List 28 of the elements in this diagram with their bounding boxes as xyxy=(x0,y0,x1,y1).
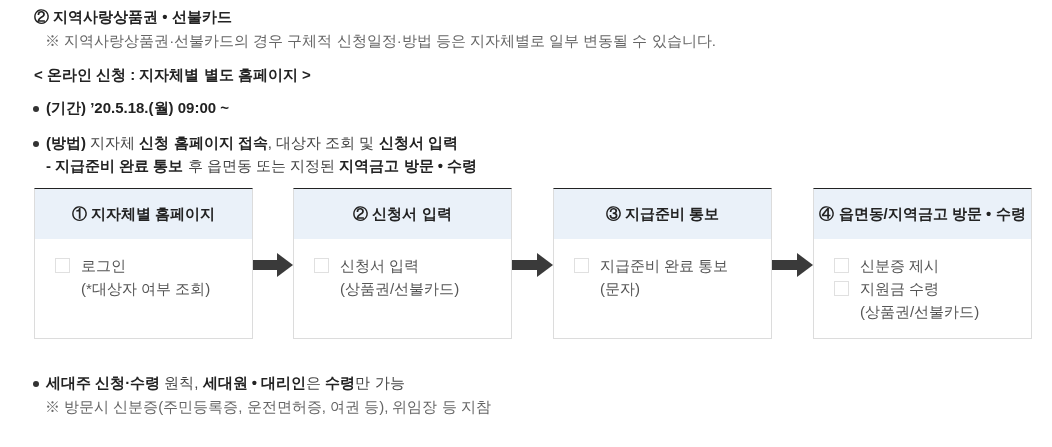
item-note: (상품권/선불카드) xyxy=(340,279,460,299)
checklist-item: 신분증 제시 xyxy=(860,256,940,276)
step-card xyxy=(813,188,1032,339)
step-heading: ② 신청서 입력 xyxy=(294,189,511,239)
item-note: (문자) xyxy=(600,279,640,299)
checklist-item: 로그인 xyxy=(81,256,126,276)
list-item: (기간) ’20.5.18.(월) 09:00 ~ xyxy=(46,98,229,118)
note-text: ※ 지역사랑상품권·선불카드의 경우 구체적 신청일정·방법 등은 지자체별로 일부 변동될 수 있습니다. xyxy=(45,31,716,51)
step-heading: ③ 지급준비 통보 xyxy=(554,189,771,239)
step-card xyxy=(293,188,512,339)
list-item: 세대주 신청·수령 원칙, 세대원 • 대리인은 수령만 가능 xyxy=(46,373,405,393)
step-card xyxy=(553,188,772,339)
section-subheading: < 온라인 신청 : 지자체별 별도 홈페이지 > xyxy=(34,65,311,85)
item-note: (*대상자 여부 조회) xyxy=(81,279,211,299)
arrow xyxy=(772,253,813,277)
arrow xyxy=(512,253,553,277)
item-note: (상품권/선불카드) xyxy=(860,302,980,322)
step-card xyxy=(34,188,253,339)
note-text: ※ 방문시 신분증(주민등록증, 운전면허증, 여권 등), 위임장 등 지참 xyxy=(45,397,491,417)
list-item: - 지급준비 완료 통보 후 읍면동 또는 지정된 지역금고 방문 • 수령 xyxy=(46,156,478,176)
list-item: (방법) 지자체 신청 홈페이지 접속, 대상자 조회 및 신청서 입력 xyxy=(46,133,458,153)
checklist-item: 신청서 입력 xyxy=(340,256,420,276)
checklist-item: 지급준비 완료 통보 xyxy=(600,256,729,276)
checklist-item: 지원금 수령 xyxy=(860,279,940,299)
step-heading: ① 지자체별 홈페이지 xyxy=(35,189,252,239)
section-title: ② 지역사랑상품권 • 선불카드 xyxy=(34,7,232,27)
arrow xyxy=(253,253,293,277)
step-heading: ④ 읍면동/지역금고 방문 • 수령 xyxy=(814,189,1031,239)
